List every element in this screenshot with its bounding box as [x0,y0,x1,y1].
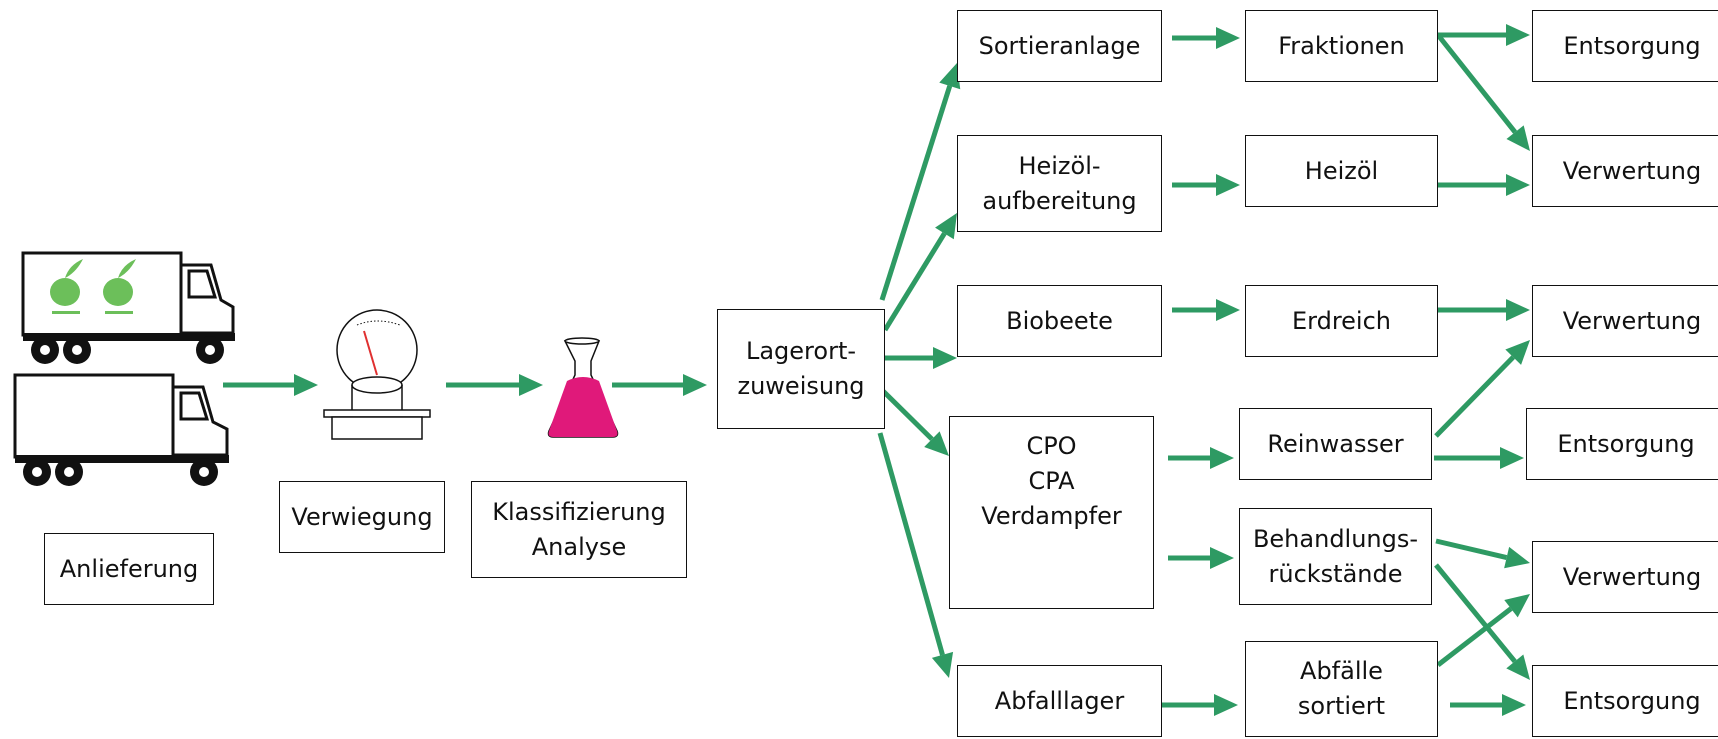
flow-arrow [882,213,957,332]
box-erdreich: Erdreich [1245,285,1438,357]
box-verwertung-1: Verwertung [1532,135,1718,207]
apple-icon [103,259,136,314]
box-verwertung-2: Verwertung [1532,285,1718,357]
flow-arrow [1168,547,1234,569]
flow-arrow [1435,538,1530,569]
flow-arrow [885,347,957,369]
box-biobeete: Biobeete [957,285,1162,357]
flow-arrow [446,374,543,396]
apple-icon [50,259,83,314]
box-abfaelle-sortiert: Abfälle sortiert [1245,641,1438,737]
flow-arrow [1172,174,1240,196]
flow-arrow [1162,694,1238,716]
truck-bottom [13,373,229,459]
flow-arrow [1434,447,1524,469]
flow-arrow [879,63,961,301]
lab-flask-icon [547,337,619,438]
box-anlieferung: Anlieferung [44,533,214,605]
flow-arrow [612,374,707,396]
flow-arrow [878,386,949,456]
box-entsorgung-3: Entsorgung [1532,665,1718,737]
flow-arrow [1438,174,1530,196]
flow-arrow [1168,447,1234,469]
box-entsorgung-2: Entsorgung [1526,408,1718,480]
box-entsorgung-1: Entsorgung [1532,10,1718,82]
box-abfalllager: Abfalllager [957,665,1162,737]
flow-arrow [1434,563,1530,680]
box-reinwasser: Reinwasser [1239,408,1432,480]
delivery-trucks-icon [13,251,235,486]
flow-arrow [1172,299,1240,321]
flow-arrow [1436,594,1530,667]
flow-arrow [1172,27,1240,49]
box-fraktionen: Fraktionen [1245,10,1438,82]
box-klassifizierung-analyse: Klassifizierung Analyse [471,481,687,578]
box-verwertung-3: Verwertung [1532,541,1718,613]
weighing-scale-icon [323,309,431,440]
box-cpo-cpa-verdampfer: CPO CPA Verdampfer [949,416,1154,609]
flow-arrow [223,374,318,396]
flow-arrow [1434,340,1530,438]
box-behandlungsrueckstaende: Behandlungs- rückstände [1239,508,1432,605]
flow-arrow [1450,694,1526,716]
flow-arrow [1436,33,1530,151]
flow-arrow [1438,24,1530,46]
box-heizoel: Heizöl [1245,135,1438,207]
box-heizoel-aufbereitung: Heizöl- aufbereitung [957,135,1162,232]
flow-arrow [877,432,954,678]
flow-arrow [1438,299,1530,321]
box-sortieranlage: Sortieranlage [957,10,1162,82]
box-lagerortzuweisung: Lagerort- zuweisung [717,309,885,429]
truck-top [21,251,235,337]
box-verwiegung: Verwiegung [279,481,445,553]
